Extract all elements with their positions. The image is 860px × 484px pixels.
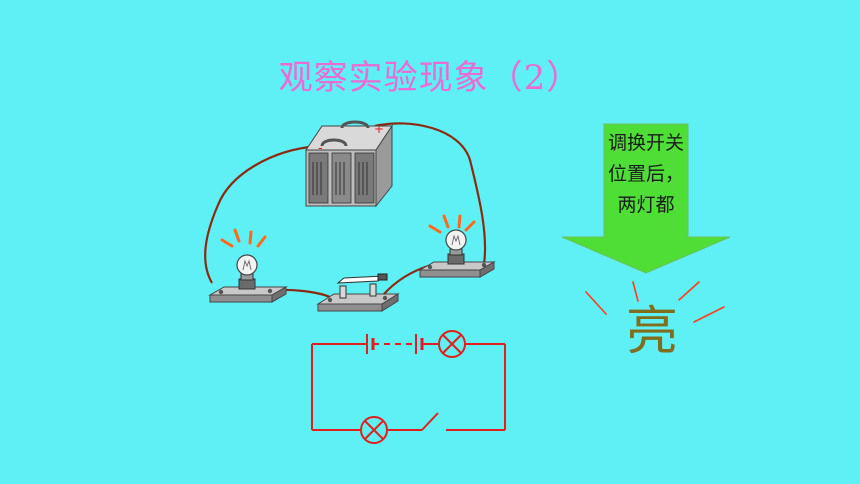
battery-minus-mark: - <box>318 141 323 156</box>
battery: + - <box>305 120 393 208</box>
arrow-caption: 调换开关位置后，两灯都 <box>607 132 684 216</box>
slide-title: 观察实验现象（2） <box>278 58 582 98</box>
result-glow-lines <box>585 281 725 323</box>
down-arrow <box>561 123 731 274</box>
schematic-switch-blade <box>421 412 439 431</box>
right-bulb-board <box>418 214 496 278</box>
wire-battery-to-left-bulb <box>204 144 319 284</box>
battery-plus-mark: + <box>374 122 384 136</box>
wire-battery-to-right-bulb <box>374 122 487 265</box>
result-word: 亮 <box>625 302 678 362</box>
left-bulb-board <box>208 228 288 303</box>
circuit-schematic <box>311 330 506 444</box>
left-bulb-glow-rays <box>220 228 267 248</box>
knife-switch <box>316 273 400 312</box>
right-bulb-glow-rays <box>428 214 476 234</box>
